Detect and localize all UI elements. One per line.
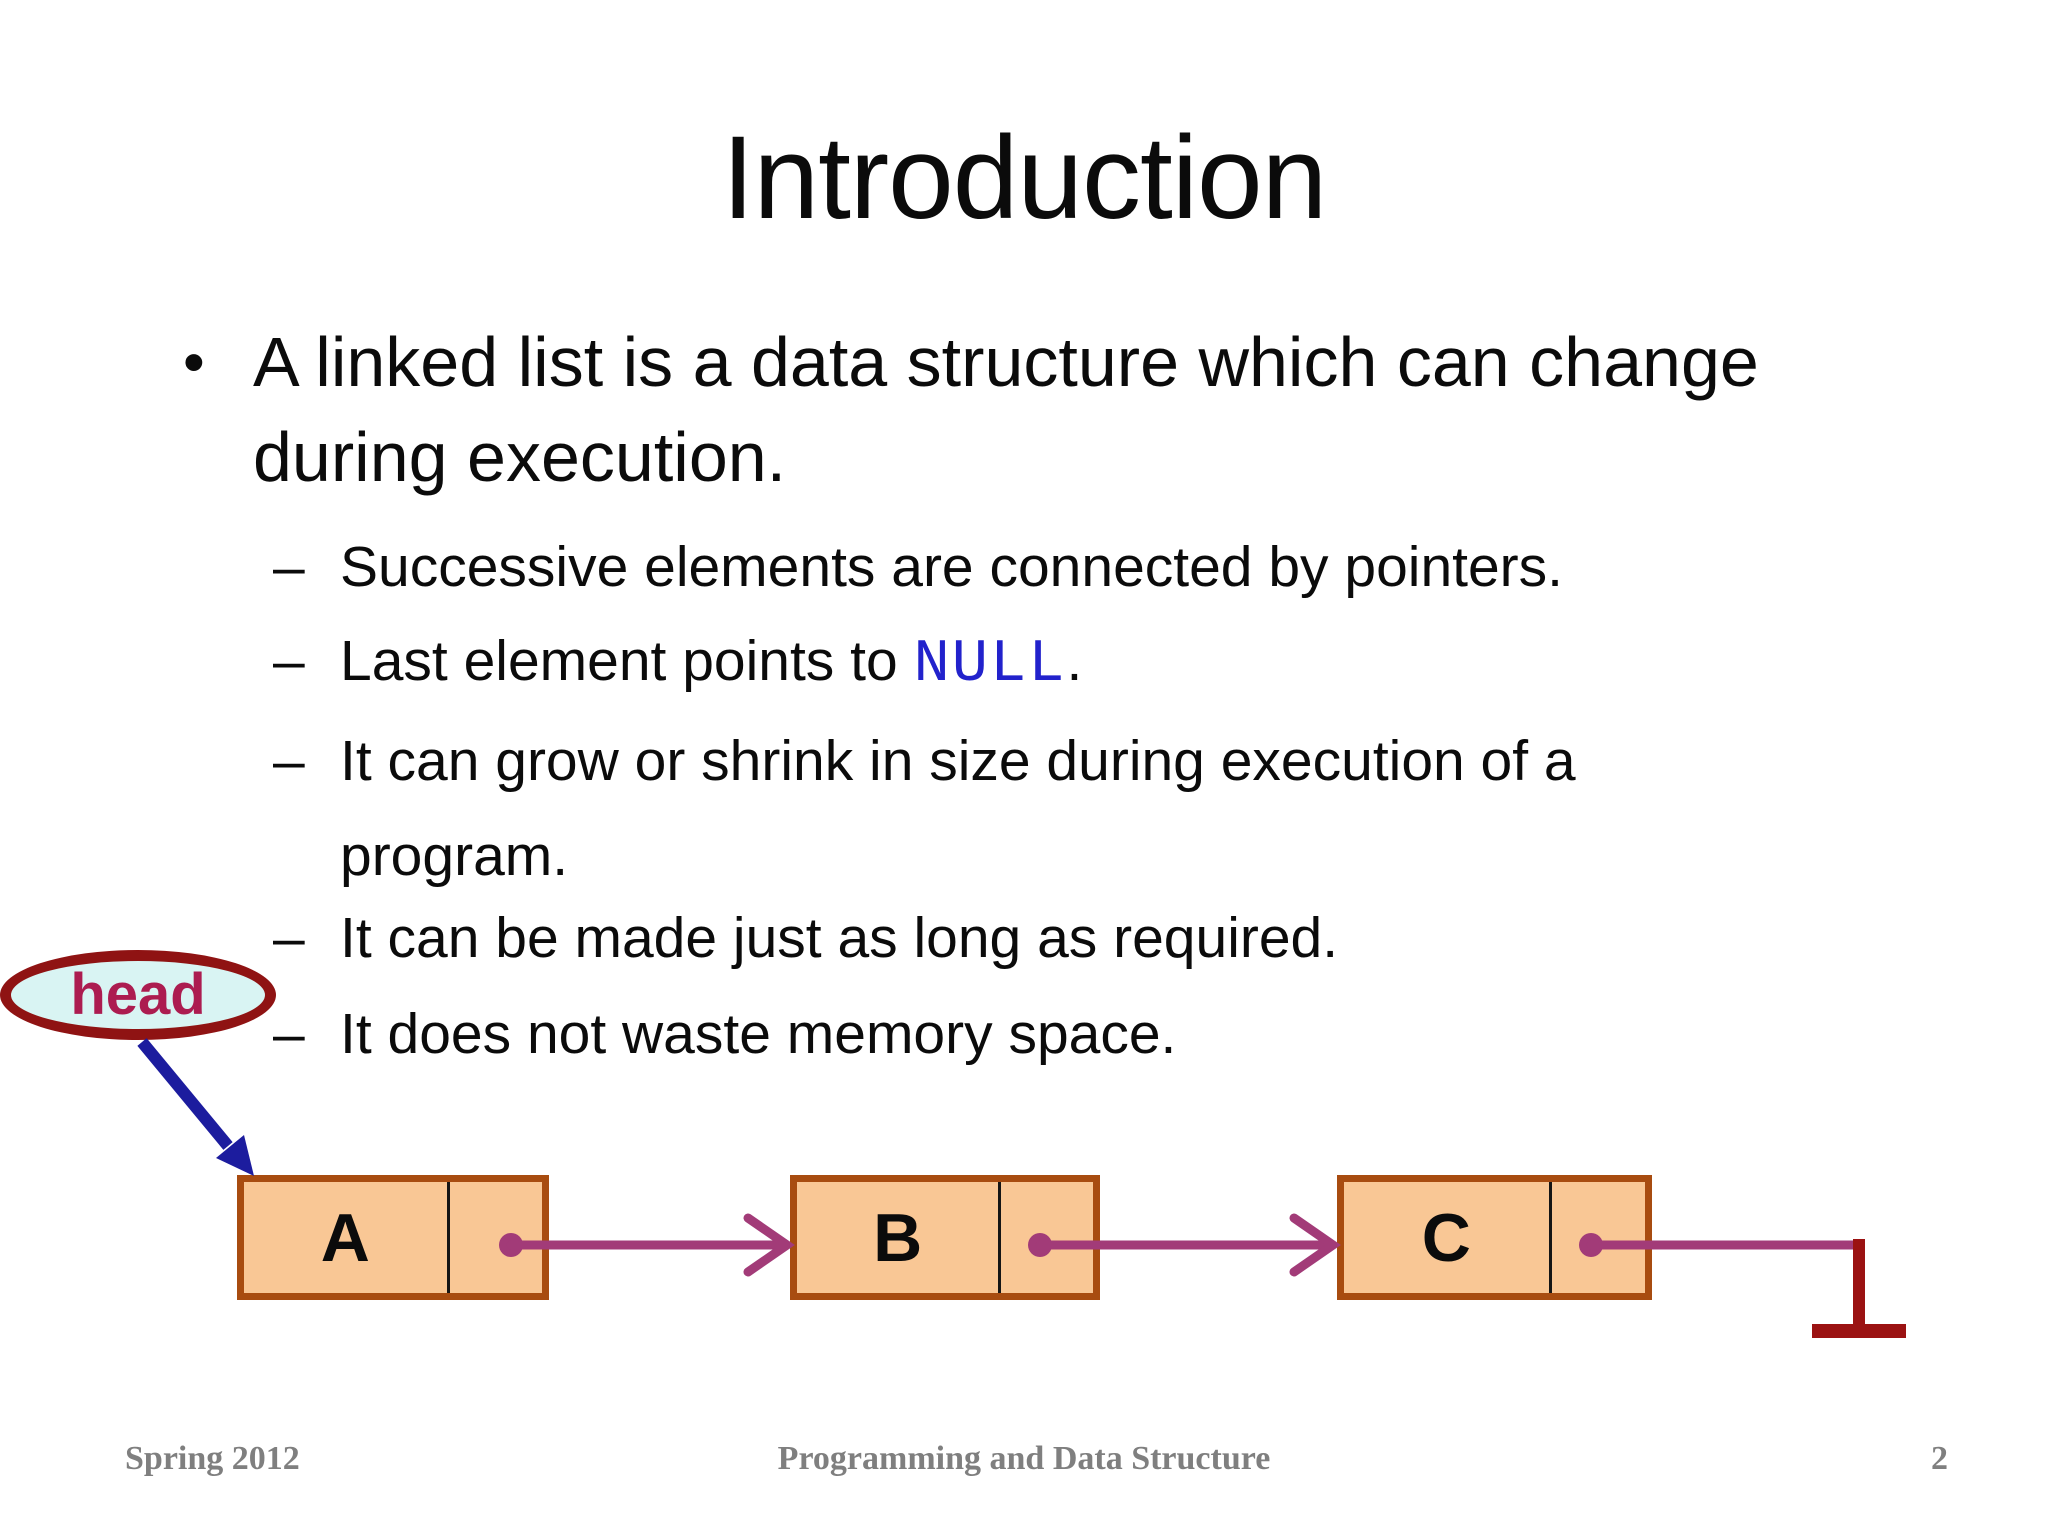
node-data-cell: A (320, 1199, 370, 1276)
footer-page-number: 2 (1931, 1440, 1948, 1477)
sub-bullet-as-long-as-required: – It can be made just as long as require… (273, 891, 1893, 986)
main-bullet-line2: during execution. (253, 418, 787, 496)
main-bullet-item: • A linked list is a data structure whic… (183, 315, 1903, 505)
dash-glyph: – (273, 535, 305, 599)
sub-bullet-text: It can grow or shrink in size during exe… (340, 714, 1576, 904)
sub-bullet-memory-space: – It does not waste memory space. (273, 987, 1893, 1082)
sub-bullet-text: Last element points to NULL. (340, 614, 1082, 713)
sub-bullet-text: It does not waste memory space. (340, 1002, 1177, 1066)
null-code-token: NULL (913, 631, 1067, 699)
sub-bullet-null: – Last element points to NULL. (273, 614, 1893, 713)
dash-glyph: – (273, 1002, 305, 1066)
bullet-glyph: • (183, 328, 205, 397)
null-sentence-pre: Last element points to (340, 629, 914, 693)
sub-bullet-text: Successive elements are connected by poi… (340, 535, 1563, 599)
dash-glyph: – (273, 729, 305, 793)
footer-date: Spring 2012 (125, 1440, 300, 1477)
list-node-a: A (237, 1175, 549, 1300)
dash-glyph: – (273, 629, 305, 693)
sub-bullet-pointers: – Successive elements are connected by p… (273, 520, 1893, 615)
sub-bullet-grow-shrink: – It can grow or shrink in size during e… (273, 714, 1893, 904)
grow-shrink-line2: program. (340, 824, 569, 888)
node-pointer-cell (446, 1182, 542, 1293)
dash-glyph: – (273, 906, 305, 970)
grow-shrink-line1: It can grow or shrink in size during exe… (340, 729, 1576, 793)
footer-course-title: Programming and Data Structure (777, 1440, 1271, 1477)
page-title: Introduction (721, 112, 1328, 244)
sub-bullet-text: It can be made just as long as required. (340, 906, 1339, 970)
head-arrow (137, 1038, 254, 1176)
null-ground-symbol (1812, 1239, 1906, 1338)
head-label: head (70, 962, 206, 1027)
node-pointer-cell (998, 1182, 1093, 1293)
main-bullet-text: A linked list is a data structure which … (253, 315, 1759, 505)
node-data-cell: C (1421, 1199, 1471, 1276)
head-pointer-oval: head (0, 950, 276, 1040)
node-pointer-cell (1548, 1182, 1645, 1293)
node-data-cell: B (873, 1199, 923, 1276)
list-node-c: C (1337, 1175, 1652, 1300)
main-bullet-line1: A linked list is a data structure which … (253, 323, 1759, 401)
null-sentence-post: . (1066, 629, 1083, 693)
list-node-b: B (790, 1175, 1100, 1300)
